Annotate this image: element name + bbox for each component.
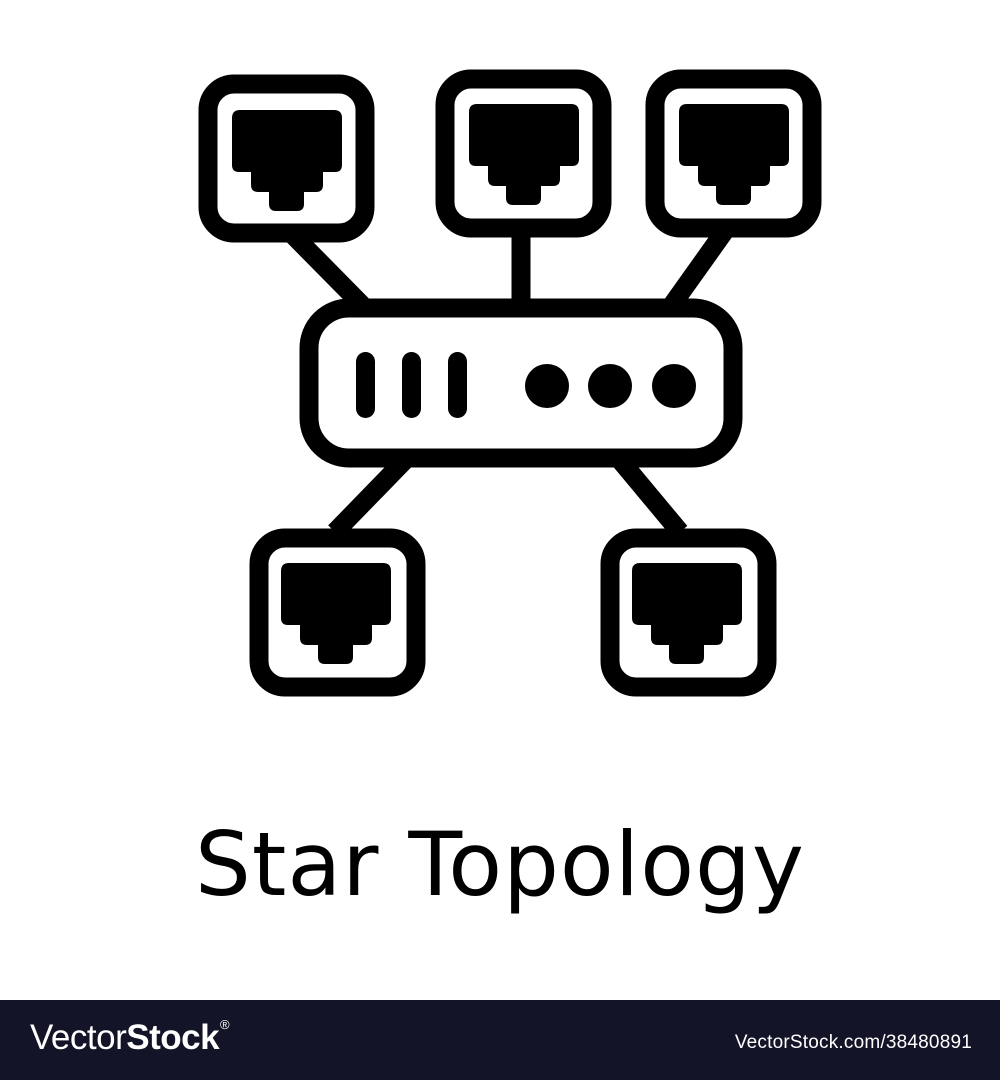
network-switch-icon [299, 298, 743, 468]
vectorstock-logo: VectorStock® [30, 1017, 230, 1057]
connector-top-right [664, 226, 732, 311]
ethernet-port-icon [600, 528, 777, 697]
connector-top-left [283, 225, 369, 312]
indicator-bars [356, 352, 467, 418]
connection-lines [283, 225, 732, 539]
illustration-title: Star Topology [194, 813, 805, 916]
brand-bold: Stock [126, 1018, 220, 1057]
ethernet-port-icon [435, 69, 612, 238]
connector-bottom-right [612, 453, 688, 539]
ethernet-port-icon [645, 69, 822, 238]
image-reference: VectorStock.com/38480891 [734, 1032, 972, 1053]
registered-mark: ® [220, 1017, 230, 1032]
brand-light: Vector [30, 1018, 127, 1057]
watermark-footer: VectorStock® VectorStock.com/38480891 [0, 1000, 1000, 1080]
star-topology-icon [198, 69, 822, 697]
ethernet-port-icon [249, 528, 426, 697]
indicator-dots [525, 364, 696, 408]
connector-bottom-left [328, 453, 412, 539]
ethernet-port-icon [198, 74, 375, 243]
